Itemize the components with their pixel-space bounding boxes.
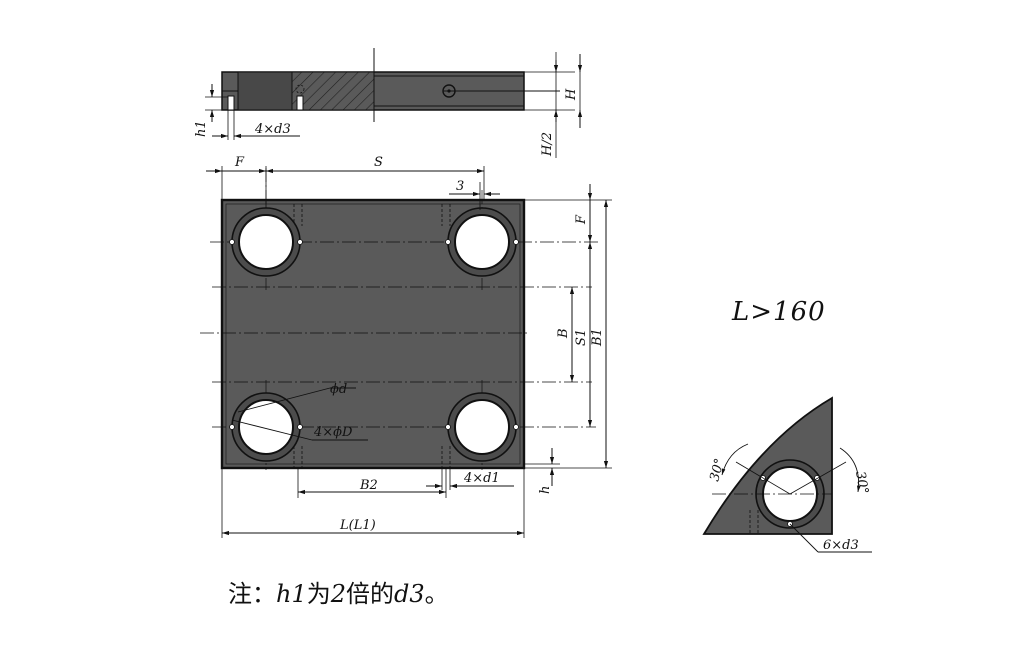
side-view-slot-left <box>237 71 293 111</box>
dim-label-h: h <box>538 486 553 494</box>
note-prefix: 注： <box>228 580 276 608</box>
dim-label-4xd3: 4×d3 <box>254 122 291 137</box>
note-mid1: 为 <box>306 580 331 608</box>
hole-top-left <box>229 207 303 277</box>
dim-label-F-top: F <box>234 155 245 170</box>
side-view: H H/2 h1 4×d3 <box>194 48 583 158</box>
detail-view: 30° 30° 6×d3 <box>702 396 872 553</box>
footnote: 注：h1为2倍的d3。 <box>228 574 449 609</box>
dim-label-B1: B1 <box>590 328 605 347</box>
note-h1: h1 <box>276 580 307 608</box>
note-d3: d3 <box>394 580 425 608</box>
note-mid2: 倍的 <box>346 580 395 608</box>
dim-label-B2: B2 <box>359 478 378 493</box>
dim-label-phi-d: ϕd <box>330 382 347 397</box>
plan-view: ϕd 4×ϕD F S 3 F B S1 B <box>200 155 612 538</box>
dim-label-B: B <box>556 328 571 339</box>
hole-top-right <box>445 207 519 277</box>
note-two: 2 <box>330 580 347 608</box>
condition-label: L>160 <box>731 297 826 327</box>
dim-label-3: 3 <box>456 179 464 194</box>
dim-label-4x-phi-D: 4×ϕD <box>313 425 353 440</box>
dim-label-4xd1: 4×d1 <box>463 471 500 486</box>
dim-label-S1: S1 <box>574 329 589 346</box>
hole-bottom-left <box>229 392 303 462</box>
dim-label-L-L1: L(L1) <box>339 518 376 533</box>
note-suffix: 。 <box>424 580 449 608</box>
side-view-hatched-section <box>291 71 375 111</box>
detail-6xd3: 6×d3 <box>823 538 859 553</box>
dim-label-h1: h1 <box>194 120 209 137</box>
dim-label-F-side: F <box>574 214 589 225</box>
hole-bottom-right <box>445 392 519 462</box>
dim-label-H: H <box>564 88 579 101</box>
dim-label-S: S <box>374 155 383 170</box>
dim-label-H-half: H/2 <box>540 132 555 157</box>
detail-angle-left: 30° <box>707 457 727 483</box>
detail-angle-right: 30° <box>852 470 871 495</box>
